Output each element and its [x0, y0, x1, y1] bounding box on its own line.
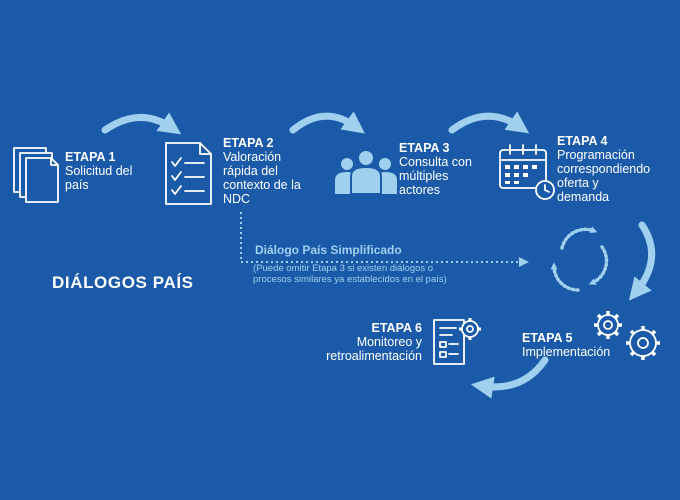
stage-2-text: Valoración rápida del contexto de la NDC	[223, 150, 301, 206]
arrow-stage5-to-6	[470, 356, 549, 399]
stage-4-heading: ETAPA 4	[557, 134, 608, 148]
stage-5-text: Implementación	[522, 345, 611, 359]
stage-3-text: Consulta con múltiples actores	[399, 155, 472, 197]
stage-2-heading: ETAPA 2	[223, 136, 274, 150]
simplified-path-note: (Puede omitir Etapa 3 si existen diálogo…	[253, 263, 447, 285]
cycle-icon	[550, 226, 609, 292]
simplified-path-title: Diálogo País Simplificado	[255, 243, 402, 257]
stage-1-label: ETAPA 1 Solicitud del país	[65, 150, 132, 192]
arrow-stage4-to-5	[628, 221, 656, 301]
arrow-stage2-to-3	[289, 111, 365, 134]
arrow-stage1-to-2	[101, 112, 182, 135]
calendar-clock-icon	[499, 144, 555, 200]
report-gear-icon	[433, 318, 481, 365]
gears-icon	[594, 311, 660, 360]
stage-4-label: ETAPA 4 Programación correspondiendo ofe…	[557, 134, 650, 204]
stage-4-text: Programación correspondiendo oferta y de…	[557, 148, 651, 204]
stage-2-label: ETAPA 2 Valoración rápida del contexto d…	[223, 136, 301, 206]
stage-5-label: ETAPA 5 Implementación	[522, 331, 610, 359]
stage-6-label: ETAPA 6 Monitoreo y retroalimentación	[300, 321, 422, 363]
documents-icon	[13, 147, 59, 203]
stage-6-heading: ETAPA 6	[371, 321, 422, 335]
stage-1-heading: ETAPA 1	[65, 150, 116, 164]
arrow-stage3-to-4	[448, 111, 530, 134]
simplified-path-dashed-line	[240, 212, 529, 267]
stage-5-heading: ETAPA 5	[522, 331, 573, 345]
checklist-icon	[165, 142, 212, 205]
stage-1-text: Solicitud del país	[65, 164, 133, 192]
main-title: DIÁLOGOS PAÍS	[52, 273, 194, 292]
stage-3-label: ETAPA 3 Consulta con múltiples actores	[399, 141, 472, 197]
people-group-icon	[335, 149, 397, 195]
stage-3-heading: ETAPA 3	[399, 141, 450, 155]
stage-6-text: Monitoreo y retroalimentación	[326, 335, 422, 363]
